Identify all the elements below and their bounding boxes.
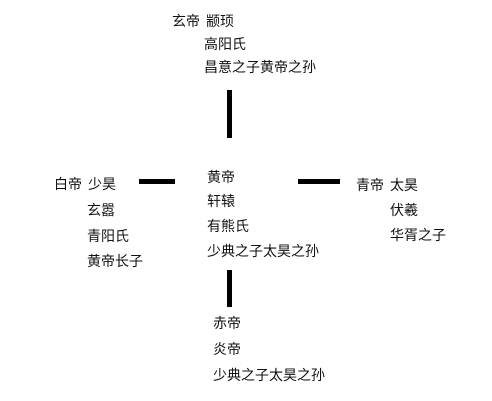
right-name-label: 太昊 xyxy=(390,178,418,194)
right-lineage-label: 华胥之子 xyxy=(390,228,446,244)
bottom-name-label: 炎帝 xyxy=(213,342,241,358)
connector-bottom xyxy=(227,270,232,307)
top-clan-label: 高阳氏 xyxy=(204,37,246,53)
center-name-label: 轩辕 xyxy=(207,194,235,210)
connector-right xyxy=(298,179,340,184)
left-clan-label: 青阳氏 xyxy=(87,229,129,245)
top-emperor-label: 玄帝 xyxy=(172,14,200,30)
right-emperor-label: 青帝 xyxy=(356,178,384,194)
left-emperor-label: 白帝 xyxy=(54,177,82,193)
connector-left xyxy=(139,179,175,184)
bottom-emperor-label: 赤帝 xyxy=(213,316,241,332)
left-lineage-label: 黄帝长子 xyxy=(87,254,143,270)
bottom-lineage-label: 少典之子太昊之孙 xyxy=(213,368,325,384)
left-name-label: 少昊 xyxy=(88,177,116,193)
center-lineage-label: 少典之子太昊之孙 xyxy=(207,244,319,260)
center-emperor-label: 黄帝 xyxy=(207,170,235,186)
top-name-label: 颛顼 xyxy=(206,14,234,30)
center-clan-label: 有熊氏 xyxy=(207,219,249,235)
left-alt-name-label: 玄嚣 xyxy=(87,203,115,219)
right-alt-name-label: 伏羲 xyxy=(390,203,418,219)
top-lineage-label: 昌意之子黄帝之孙 xyxy=(204,60,316,76)
connector-top xyxy=(227,90,232,138)
